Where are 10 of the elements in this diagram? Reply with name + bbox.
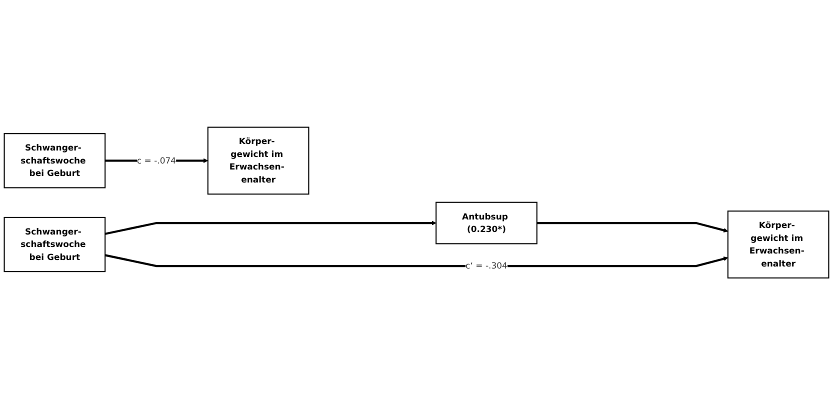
arrow xyxy=(104,254,728,267)
node-box: Körper- gewicht im Erwachsen- enalter xyxy=(207,126,310,195)
node-box: Schwanger- schaftswoche bei Geburt xyxy=(4,133,106,188)
arrow xyxy=(536,222,728,232)
edge-label: c = -.074 xyxy=(136,155,176,166)
node-box: Antubsup (0.230*) xyxy=(436,202,538,244)
node-box: Schwanger- schaftswoche bei Geburt xyxy=(4,216,106,272)
arrow xyxy=(104,220,436,235)
node-box: Körper- gewicht im Erwachsen- enalter xyxy=(727,210,830,278)
edge-label: c‘ = -.304 xyxy=(466,260,508,271)
